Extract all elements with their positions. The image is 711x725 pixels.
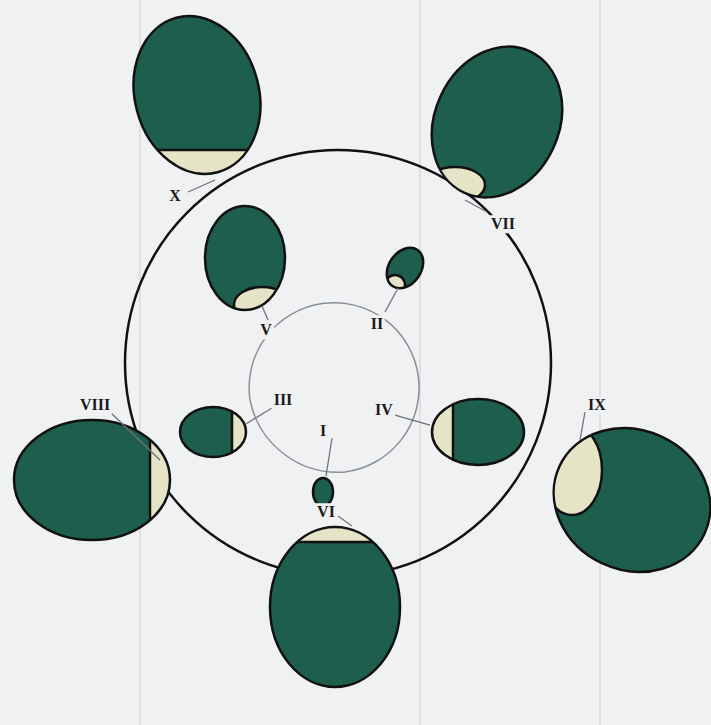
callout-number: V — [258, 321, 274, 339]
callout-number: II — [369, 315, 385, 333]
callout-number: VIII — [78, 396, 112, 414]
callout-number: IX — [586, 396, 608, 414]
callout-number: VI — [315, 503, 337, 521]
callout-number: III — [272, 391, 295, 409]
callout-number: VII — [489, 215, 517, 233]
callout-number: I — [318, 422, 328, 440]
callout-number: IV — [373, 401, 395, 419]
callout-number: X — [167, 187, 183, 205]
